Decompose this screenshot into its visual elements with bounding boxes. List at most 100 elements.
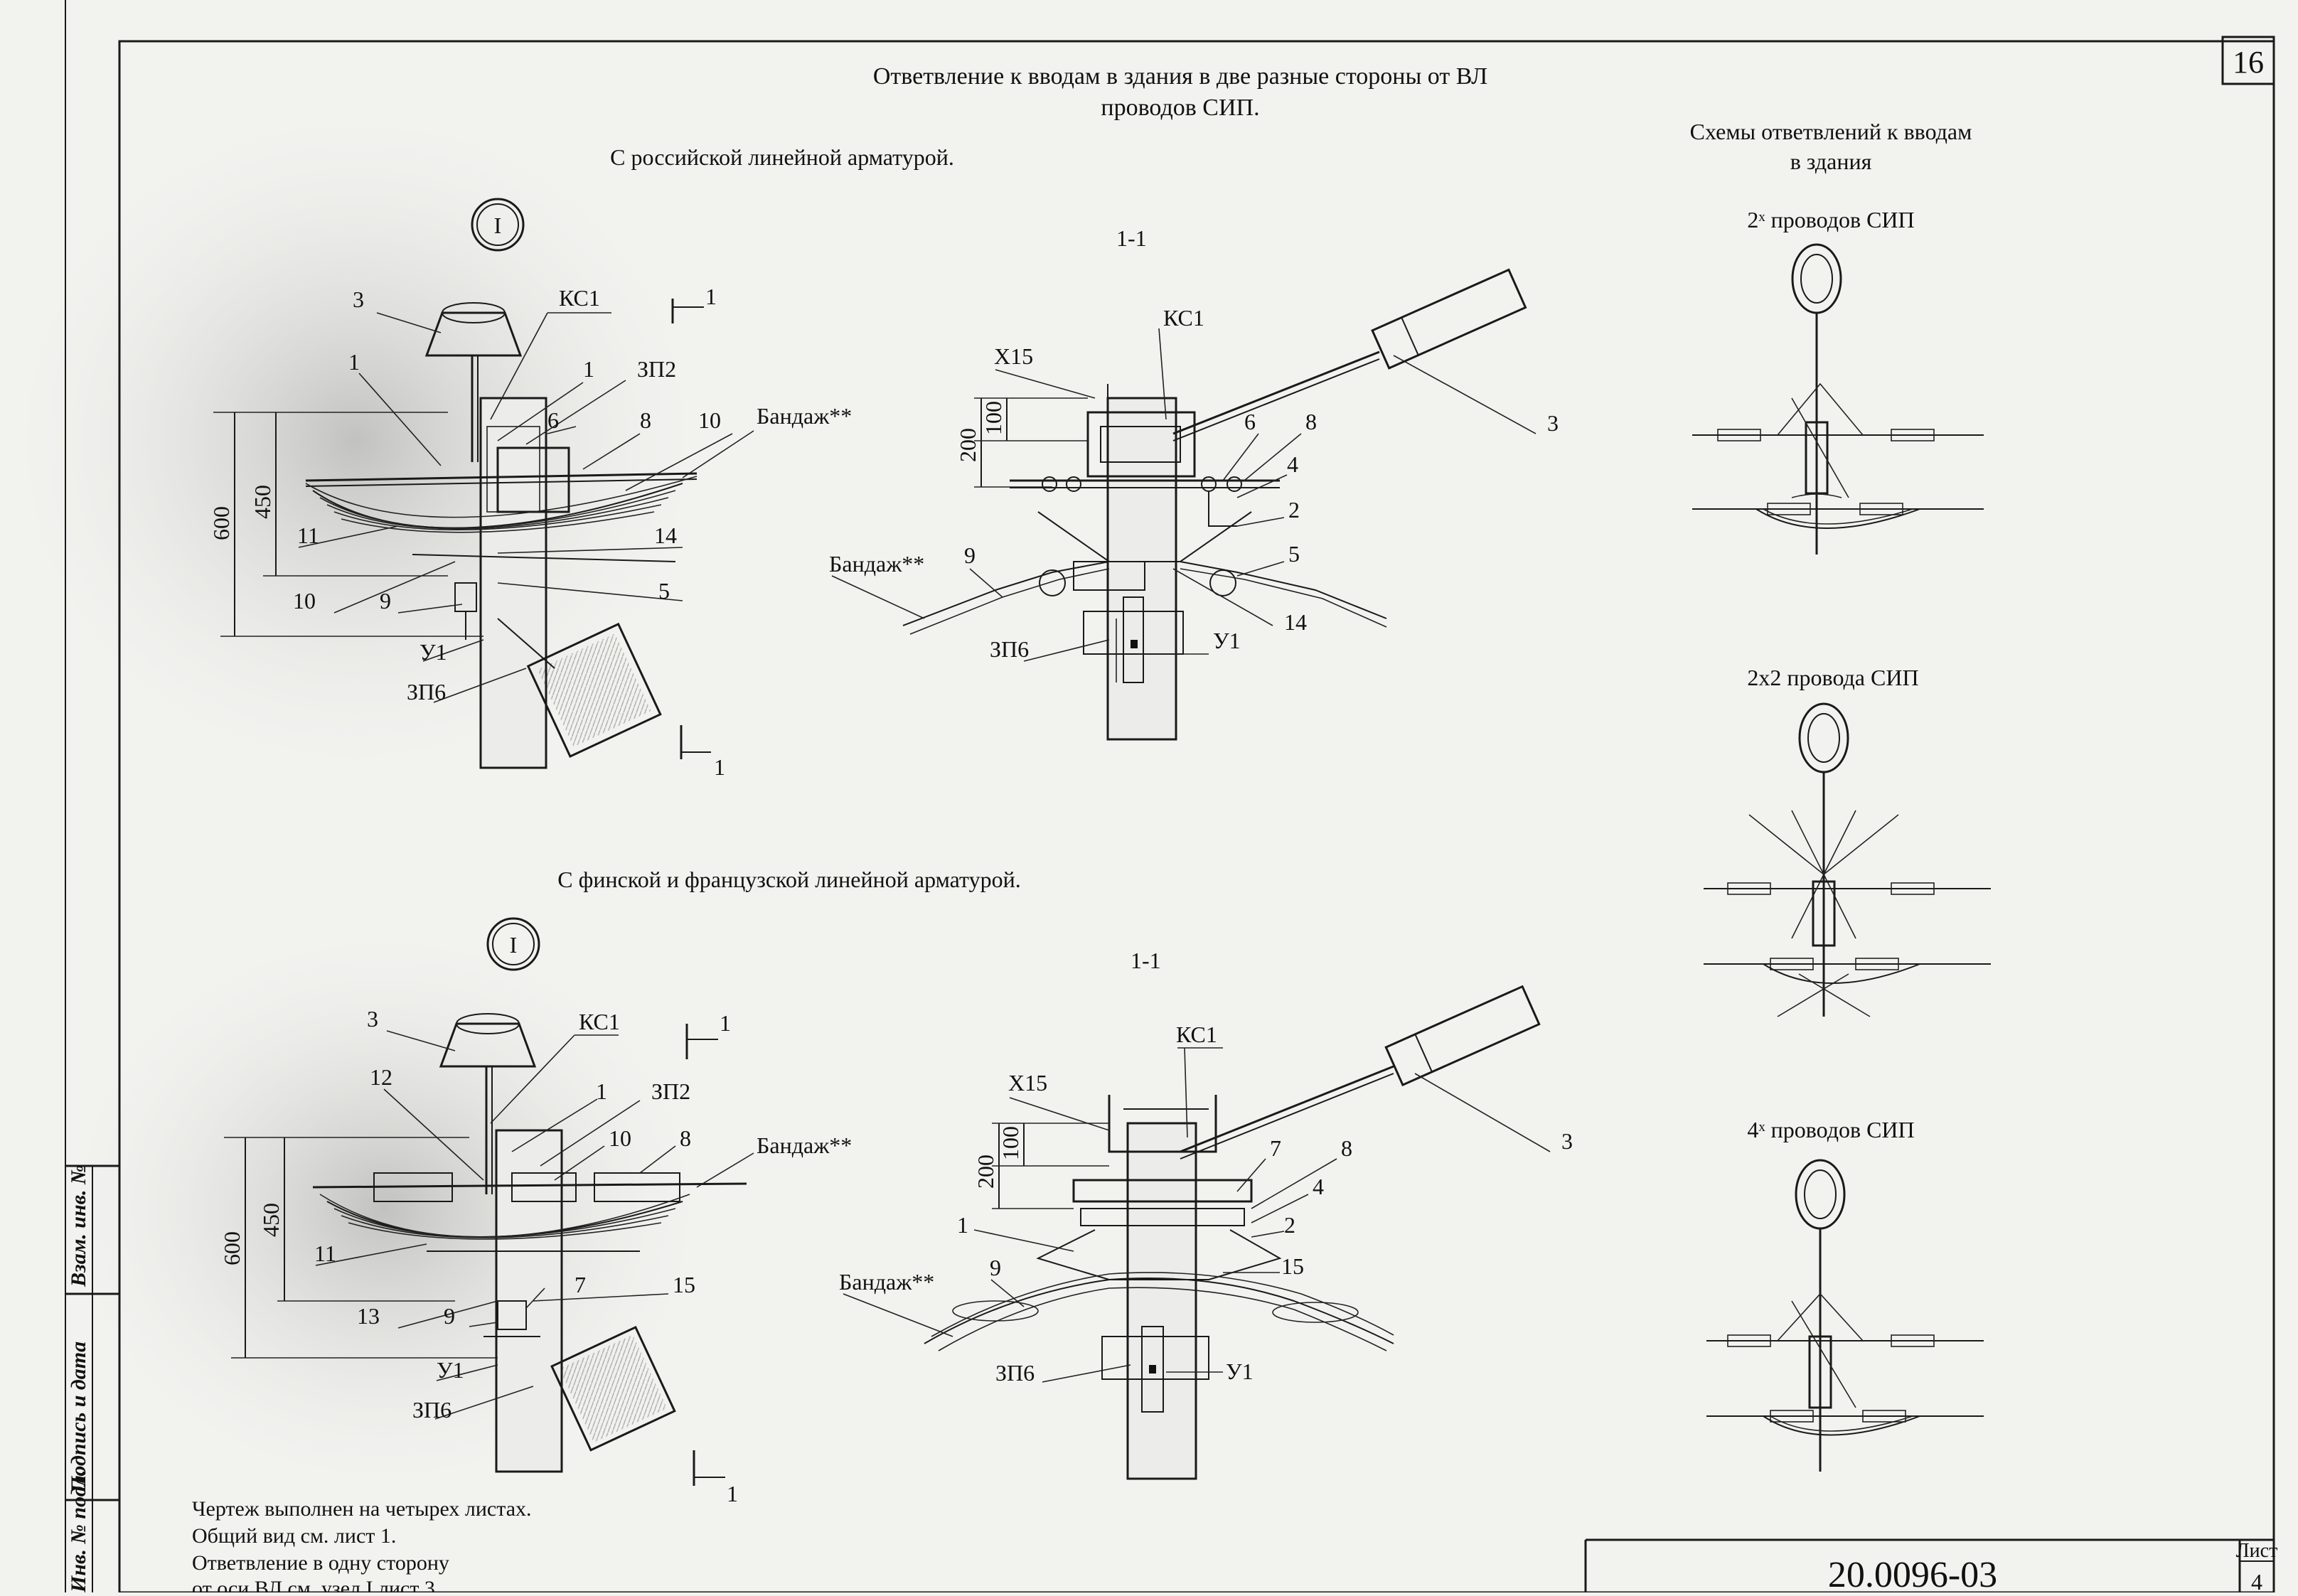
section-mark: 1: [727, 1481, 738, 1506]
callout-bandage: Бандаж**: [829, 551, 924, 577]
callout-14: 14: [1284, 609, 1307, 635]
callout-y1: У1: [1226, 1359, 1254, 1384]
callout-9: 9: [444, 1303, 455, 1329]
callout-1: 1: [348, 349, 360, 375]
note-line: Ответвление в одну сторону: [192, 1551, 449, 1575]
callout-ks1: КС1: [1176, 1022, 1217, 1047]
callout-14: 14: [654, 523, 677, 548]
dim-100: 100: [998, 1126, 1023, 1160]
callout-zp6: ЗП6: [412, 1397, 451, 1423]
node-view-finnish: I 600 450 1 1: [219, 917, 852, 1506]
callout-6: 6: [547, 407, 559, 433]
callout-9: 9: [964, 542, 976, 568]
section-heading-russian: С российской линейной арматурой.: [610, 144, 954, 170]
callout-3: 3: [1561, 1128, 1573, 1154]
callout-3: 3: [1547, 410, 1559, 436]
callout-8: 8: [680, 1125, 691, 1151]
callout-6: 6: [1244, 409, 1256, 434]
callout-x15: Х15: [994, 343, 1033, 369]
notes: Чертеж выполнен на четырех листах. Общий…: [192, 1497, 532, 1596]
callout-5: 5: [1288, 541, 1300, 567]
callout-10: 10: [609, 1125, 631, 1151]
scheme-1: 2ˣ проводов СИП: [1692, 207, 1984, 555]
section-mark: 1: [705, 284, 717, 309]
callout-10: 10: [698, 407, 721, 433]
dim-600: 600: [219, 1231, 245, 1265]
sheet-label: Лист: [2236, 1540, 2278, 1562]
section-heading-finnish: С финской и французской линейной арматур…: [557, 867, 1020, 892]
callout-11: 11: [314, 1241, 336, 1266]
callout-ks1: КС1: [579, 1009, 620, 1034]
callout-12: 12: [370, 1064, 392, 1090]
dim-200: 200: [955, 428, 980, 462]
corner-page-box: 16: [2221, 36, 2275, 85]
callout-9: 9: [990, 1255, 1001, 1280]
callout-3: 3: [367, 1006, 378, 1032]
dim-600: 600: [208, 506, 234, 540]
callout-8: 8: [1305, 409, 1317, 434]
document-number: 20.0096-03: [1828, 1555, 1997, 1592]
section-mark: 1: [720, 1010, 731, 1036]
section-view-finnish: 1-1 200 100 Х15 КС1: [839, 948, 1573, 1480]
callout-1: 1: [583, 356, 594, 382]
callout-2: 2: [1284, 1212, 1295, 1238]
dim-450: 450: [258, 1203, 284, 1237]
scheme-2-title: 2x2 провода СИП: [1747, 665, 1918, 690]
callout-8: 8: [640, 407, 651, 433]
callout-13: 13: [357, 1303, 380, 1329]
callout-x15: Х15: [1008, 1070, 1047, 1096]
callout-10: 10: [293, 588, 316, 614]
title-line-1: Ответвление к вводам в здания в две разн…: [873, 63, 1487, 90]
callout-zp6: ЗП6: [995, 1360, 1035, 1386]
callout-7: 7: [574, 1272, 586, 1297]
title-line-2: проводов СИП.: [1101, 95, 1259, 121]
dim-450: 450: [250, 485, 275, 519]
section-view-label: 1-1: [1131, 948, 1161, 973]
schemes-title-line-2: в здания: [1790, 149, 1872, 174]
section-view-label: 1-1: [1116, 225, 1147, 251]
callout-y1: У1: [1213, 628, 1241, 653]
callout-2: 2: [1288, 497, 1300, 523]
callout-bandage: Бандаж**: [757, 403, 852, 429]
dim-200: 200: [973, 1155, 998, 1189]
scheme-2: 2x2 провода СИП: [1704, 665, 1991, 1017]
callout-y1: У1: [437, 1357, 464, 1383]
callout-8: 8: [1341, 1135, 1352, 1161]
scheme-1-title: 2ˣ проводов СИП: [1747, 207, 1914, 232]
stamp-signature-date: Подпись и дата: [67, 1341, 90, 1494]
scheme-3-title: 4ˣ проводов СИП: [1747, 1117, 1914, 1142]
callout-15: 15: [673, 1272, 695, 1297]
stamp-original-inventory: Инв. № подл.: [67, 1470, 90, 1592]
callout-zp2: ЗП2: [651, 1078, 690, 1104]
callout-15: 15: [1281, 1253, 1304, 1279]
callout-1: 1: [596, 1078, 607, 1104]
callout-7: 7: [1270, 1135, 1281, 1161]
dim-100: 100: [980, 401, 1006, 435]
callout-bandage: Бандаж**: [757, 1132, 852, 1158]
callout-5: 5: [658, 578, 670, 604]
callout-ks1: КС1: [559, 285, 600, 311]
schemes-title-line-1: Схемы ответвлений к вводам: [1690, 119, 1972, 144]
stamp-replaced-inventory: Взам. инв. №: [67, 1165, 90, 1287]
note-line: Чертеж выполнен на четырех листах.: [192, 1497, 532, 1521]
callout-zp6: ЗП6: [407, 679, 446, 705]
callout-zp6: ЗП6: [990, 636, 1029, 662]
callout-bandage: Бандаж**: [839, 1269, 934, 1295]
callout-ks1: КС1: [1163, 305, 1204, 331]
sheet-number: 4: [2251, 1569, 2262, 1592]
side-stamp: Взам. инв. № Подпись и дата Инв. № подл.: [65, 1164, 119, 1593]
node-marker: I: [510, 932, 518, 958]
callout-11: 11: [297, 523, 319, 548]
node-view-russian: I 600 450: [208, 198, 852, 780]
corner-page-number: 16: [2233, 45, 2264, 80]
callout-zp2: ЗП2: [637, 356, 676, 382]
callout-9: 9: [380, 588, 391, 614]
callout-4: 4: [1313, 1174, 1324, 1199]
note-line: от оси ВЛ см. узел I лист 3.: [192, 1577, 440, 1592]
section-view-russian: 1-1: [829, 225, 1559, 741]
section-mark: 1: [714, 754, 725, 780]
scheme-3: 4ˣ проводов СИП: [1706, 1117, 1984, 1472]
note-line: Общий вид см. лист 1.: [192, 1524, 396, 1548]
node-marker: I: [494, 213, 502, 238]
